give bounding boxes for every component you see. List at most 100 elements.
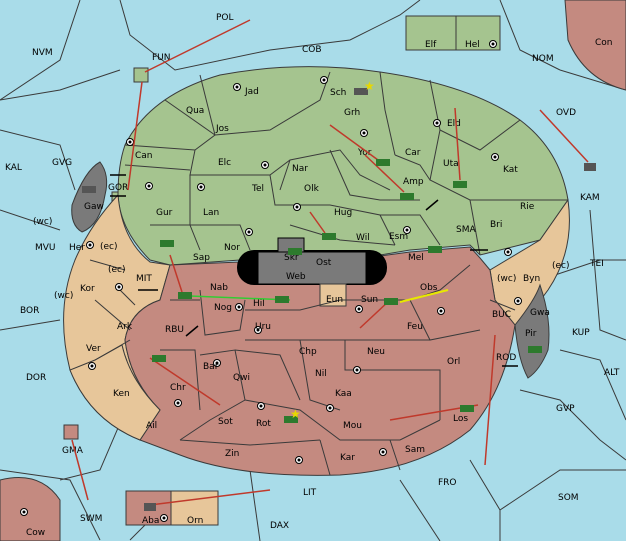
label-kat: Kat — [503, 165, 518, 175]
label-ark: Ark — [117, 322, 133, 332]
svg-text:★: ★ — [290, 407, 301, 421]
label-cow: Cow — [26, 528, 45, 538]
label-neu: Neu — [367, 347, 385, 357]
label-ken: Ken — [113, 389, 130, 399]
label-esm: Esm — [389, 232, 408, 242]
label-rie: Rie — [520, 202, 535, 212]
label-kal: KAL — [5, 163, 22, 173]
label-mou: Mou — [343, 421, 362, 431]
label-kam: KAM — [580, 193, 600, 203]
label-bri: Bri — [490, 220, 502, 230]
label-alt: ALT — [604, 368, 620, 378]
label-buc: BUC — [492, 310, 511, 320]
label-hel: Hel — [465, 40, 480, 50]
label-nar: Nar — [292, 164, 308, 174]
label-ovd: OVD — [556, 108, 576, 118]
label-hug: Hug — [334, 208, 352, 218]
label-rbu: RBU — [165, 325, 184, 335]
label-los: Los — [453, 414, 468, 424]
label-car: Car — [405, 148, 421, 158]
label-qua: Qua — [186, 106, 204, 116]
label-lit: LIT — [303, 488, 317, 498]
label-hil: Hil — [253, 299, 265, 309]
label-gaw: Gaw — [84, 202, 104, 212]
label-nom: NOM — [532, 54, 554, 64]
label-dor: DOR — [26, 373, 46, 383]
north-province-labels: Jad Sch Qua Grh Eld Jos Car Can Yor Elc … — [84, 87, 535, 282]
label-skr: Skr — [284, 253, 299, 263]
support-order-green — [189, 295, 291, 301]
label-amp: Amp — [403, 177, 424, 187]
label-gvg: GVG — [52, 158, 72, 168]
label-kaa: Kaa — [335, 389, 352, 399]
label-zin: Zin — [225, 449, 239, 459]
label-lan: Lan — [203, 208, 219, 218]
label-jad: Jad — [244, 87, 259, 97]
svg-text:★: ★ — [364, 79, 375, 93]
label-chr: Chr — [170, 383, 186, 393]
label-swm: SWM — [80, 514, 102, 524]
province-web-ost[interactable] — [257, 251, 367, 285]
label-bor: BOR — [20, 306, 39, 316]
label-her: Her — [69, 243, 85, 253]
label-pir: Pir — [525, 329, 537, 339]
island-cow[interactable] — [0, 477, 61, 541]
label-orn: Orn — [187, 516, 203, 526]
label-coast-ec1: (ec) — [100, 242, 118, 252]
label-olk: Olk — [304, 184, 320, 194]
label-can: Can — [135, 151, 153, 161]
label-nog: Nog — [214, 303, 232, 313]
island-fun[interactable] — [133, 67, 149, 83]
label-ail: Ail — [146, 421, 157, 431]
label-coast-ec3: (ec) — [552, 261, 570, 271]
label-coast-wc1: (wc) — [33, 217, 52, 227]
label-gvp: GVP — [556, 404, 575, 414]
island-hel[interactable] — [455, 15, 501, 51]
label-mvu: MVU — [35, 243, 56, 253]
supply-centers — [20, 40, 522, 522]
label-orl: Orl — [447, 357, 460, 367]
label-sam: Sam — [405, 445, 425, 455]
label-tei: TEI — [589, 259, 604, 269]
support-order-yellow — [399, 289, 449, 303]
label-uta: Uta — [443, 159, 459, 169]
label-aba: Aba — [142, 516, 159, 526]
label-gur: Gur — [156, 208, 173, 218]
label-ver: Ver — [86, 344, 101, 354]
label-con: Con — [595, 38, 613, 48]
label-gor: GOR — [108, 183, 128, 193]
label-cob: COB — [302, 45, 322, 55]
label-feu: Feu — [407, 322, 423, 332]
label-rod: ROD — [496, 353, 516, 363]
island-gma[interactable] — [63, 424, 79, 440]
label-gwa: Gwa — [530, 308, 550, 318]
units: ★ ★ — [82, 79, 596, 511]
label-uru: Uru — [255, 322, 271, 332]
label-yor: Yor — [357, 148, 372, 158]
island-orn[interactable] — [170, 490, 219, 526]
label-som: SOM — [558, 493, 579, 503]
label-elf: Elf — [425, 40, 437, 50]
label-sun: Sun — [361, 295, 378, 305]
label-coast-wc2: (wc) — [54, 291, 73, 301]
label-pol: POL — [216, 13, 234, 23]
label-obs: Obs — [420, 283, 438, 293]
label-sma: SMA — [456, 225, 476, 235]
impassable-pir — [514, 283, 550, 379]
south-land — [124, 246, 516, 476]
label-nor: Nor — [224, 243, 240, 253]
label-elc: Elc — [218, 158, 231, 168]
label-grh: Grh — [344, 108, 360, 118]
label-coast-ec2: (ec) — [108, 265, 126, 275]
label-mit: MIT — [136, 274, 152, 284]
impassable-gaw — [71, 161, 108, 233]
label-kup: KUP — [572, 328, 590, 338]
label-fro: FRO — [438, 478, 457, 488]
label-eld: Eld — [447, 119, 461, 129]
label-nil: Nil — [315, 369, 327, 379]
label-gma: GMA — [62, 446, 84, 456]
label-eun: Eun — [326, 295, 343, 305]
south-province-labels: Nab Eun Obs Hil Sun Nog Uru Feu Chp Neu … — [146, 283, 537, 463]
